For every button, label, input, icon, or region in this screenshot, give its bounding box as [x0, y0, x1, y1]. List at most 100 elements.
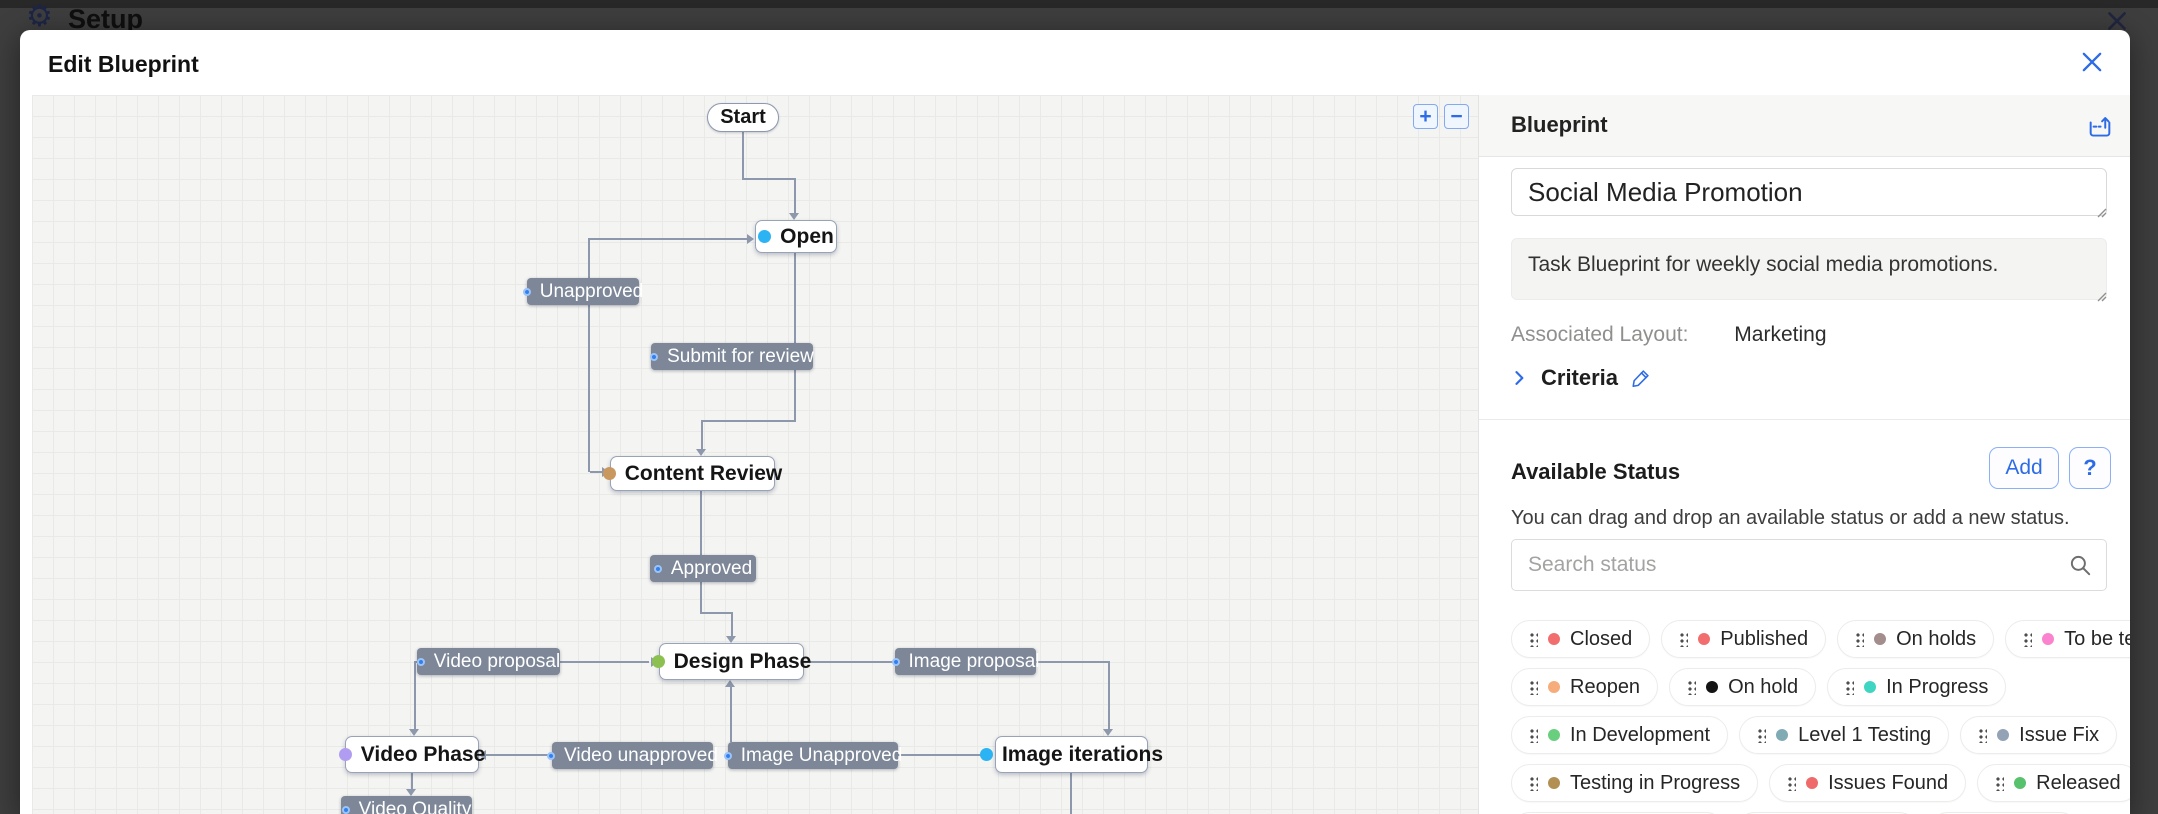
status-chip-in-development[interactable]: In Development	[1511, 716, 1729, 754]
status-chip-label: Published	[1720, 627, 1809, 650]
node-submit-for-review[interactable]: Submit for review	[650, 343, 814, 370]
status-chip-published[interactable]: Published	[1661, 620, 1827, 658]
status-dot	[979, 748, 993, 761]
connector-arrow	[725, 680, 735, 687]
connector-line	[898, 754, 987, 756]
connector-line	[700, 612, 733, 614]
page-close-icon[interactable]	[2104, 8, 2130, 34]
connector-line	[588, 238, 747, 240]
status-chip-level-1-testing[interactable]: Level 1 Testing	[1739, 716, 1950, 754]
node-design-phase[interactable]: Design Phase	[651, 643, 811, 680]
connector-arrow	[479, 750, 486, 760]
status-dot	[1706, 681, 1719, 693]
connector-arrow	[696, 449, 706, 456]
zoom-out-button[interactable]: −	[1444, 104, 1469, 129]
transition-dot	[341, 805, 350, 814]
transition-dot	[723, 751, 732, 760]
transition-dot	[650, 352, 659, 361]
drag-handle-icon[interactable]	[1855, 631, 1865, 647]
status-chip-reopen[interactable]: Reopen	[1511, 668, 1659, 706]
drag-handle-icon[interactable]	[1529, 679, 1538, 695]
connector-line	[700, 582, 702, 613]
node-unapproved[interactable]: Unapproved	[522, 278, 643, 305]
node-label: Unapproved	[539, 280, 644, 302]
drag-handle-icon[interactable]	[1757, 727, 1767, 743]
status-chip-on-hold[interactable]: On hold	[1669, 668, 1817, 706]
connector-line	[742, 132, 744, 178]
connector-line	[588, 239, 590, 472]
node-video-unapproved[interactable]: Video unapproved	[547, 742, 718, 769]
status-chip-label: Closed	[1570, 627, 1633, 650]
associated-layout-label: Associated Layout:	[1511, 323, 1689, 346]
status-chip-on-holds[interactable]: On holds	[1837, 620, 1995, 658]
status-dot	[1997, 729, 2010, 741]
setup-page-title: Setup	[68, 4, 144, 34]
drag-handle-icon[interactable]	[1529, 727, 1538, 743]
blueprint-description-input[interactable]: Task Blueprint for weekly social media p…	[1511, 238, 2107, 300]
status-dot	[338, 748, 352, 761]
connector-arrow	[747, 234, 754, 244]
node-video-phase[interactable]: Video Phase	[338, 736, 485, 773]
node-image-iterations[interactable]: Image iterations	[979, 736, 1163, 773]
zoom-in-button[interactable]: +	[1413, 104, 1438, 129]
connector-line	[1108, 662, 1110, 730]
connector-line	[731, 612, 733, 637]
transition-dot	[653, 564, 662, 573]
node-image-proposal[interactable]: Image proposal	[891, 648, 1039, 675]
modal-header: Edit Blueprint	[20, 30, 2130, 95]
help-button[interactable]: ?	[2069, 447, 2111, 489]
node-approved[interactable]: Approved	[650, 555, 756, 582]
connector-line	[701, 420, 703, 450]
status-chip-closed[interactable]: Closed	[1511, 620, 1651, 658]
chevron-right-icon[interactable]	[1509, 368, 1529, 388]
drag-handle-icon[interactable]	[1687, 679, 1697, 695]
status-chip-released[interactable]: Released	[1977, 764, 2130, 802]
criteria-row[interactable]: Criteria	[1509, 365, 1652, 391]
status-dot	[2014, 777, 2027, 789]
drag-handle-icon[interactable]	[1529, 775, 1538, 791]
connector-line	[700, 491, 702, 555]
drag-handle-icon[interactable]	[1995, 775, 2005, 791]
node-start[interactable]: Start	[707, 103, 779, 132]
edit-pencil-icon[interactable]	[1630, 367, 1652, 389]
status-chip-list: Closed Published On holds To be testedReope…	[1511, 620, 2130, 814]
node-video-proposal[interactable]: Video proposal	[416, 648, 560, 675]
node-label: Image proposal	[908, 650, 1040, 672]
publish-blueprint-icon[interactable]	[2086, 112, 2114, 140]
status-chip-issue-fix[interactable]: Issue Fix	[1960, 716, 2118, 754]
connector-line	[794, 178, 796, 214]
node-open[interactable]: Open	[755, 220, 837, 253]
node-video-quality[interactable]: Video Quality	[341, 796, 472, 814]
status-chip-row: Testing in Progress Issues Found Released	[1511, 764, 2130, 802]
status-chip-label: Issues Found	[1828, 771, 1949, 794]
blueprint-name-input[interactable]	[1511, 168, 2107, 216]
status-chip-label: Testing in Progress	[1570, 771, 1741, 794]
status-chip-to-be-tested[interactable]: To be tested	[2005, 620, 2130, 658]
status-chip-label: Level 1 Testing	[1798, 723, 1932, 746]
status-dot	[1548, 729, 1560, 741]
status-chip-issues-found[interactable]: Issues Found	[1769, 764, 1967, 802]
section-divider	[1479, 419, 2130, 420]
status-dot	[1548, 681, 1560, 693]
drag-handle-icon[interactable]	[1787, 775, 1797, 791]
drag-handle-icon[interactable]	[1529, 631, 1538, 647]
drag-handle-icon[interactable]	[1679, 631, 1689, 647]
node-label: Video Phase	[360, 742, 486, 766]
add-status-button[interactable]: Add	[1989, 447, 2059, 489]
node-label: Design Phase	[673, 649, 812, 673]
node-image-unapproved[interactable]: Image Unapproved	[723, 742, 902, 769]
drag-handle-icon[interactable]	[1845, 679, 1855, 695]
transition-dot	[522, 287, 531, 296]
status-chip-testing-in-progress[interactable]: Testing in Progress	[1511, 764, 1759, 802]
status-chip-in-progress[interactable]: In Progress	[1827, 668, 2007, 706]
drag-handle-icon[interactable]	[1978, 727, 1988, 743]
status-search-input[interactable]	[1511, 539, 2107, 591]
status-dot	[1806, 777, 1819, 789]
status-chip-label: Reopen	[1570, 675, 1641, 698]
modal-close-icon[interactable]	[2078, 48, 2106, 76]
drag-handle-icon[interactable]	[2023, 631, 2033, 647]
status-dot	[1874, 633, 1887, 645]
node-content-review[interactable]: Content Review	[602, 456, 782, 491]
